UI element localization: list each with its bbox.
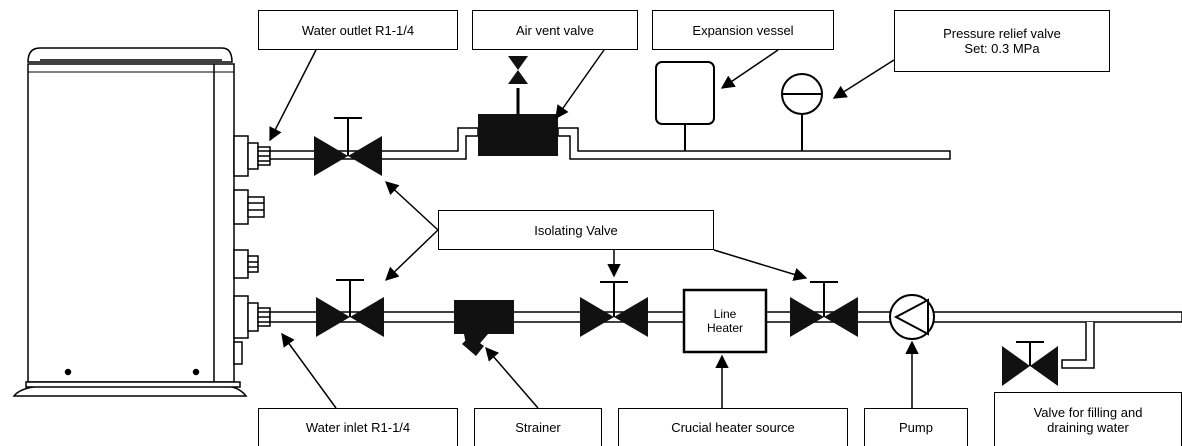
strainer-label: Strainer: [474, 408, 602, 446]
drain-branch: [1002, 322, 1095, 386]
outdoor-unit: [12, 47, 248, 397]
crucial-heater-source-label: Crucial heater source: [618, 408, 848, 446]
fill-drain-valve-label: Valve for filling and draining water: [994, 392, 1182, 446]
isolating-valve-3: [790, 281, 858, 337]
isolating-valve-2: [580, 281, 648, 337]
inlet-fitting: [233, 295, 271, 339]
small-fitting: [233, 249, 259, 279]
air-vent-valve-label: Air vent valve: [472, 10, 638, 50]
pressure-relief-valve-label: Pressure relief valve Set: 0.3 MPa: [894, 10, 1110, 72]
pump: [889, 294, 935, 340]
inlet-isolating-valve: [316, 279, 384, 337]
expansion-vessel: [655, 61, 715, 151]
air-vent-valve: [478, 56, 558, 156]
pressure-relief-valve: [781, 73, 823, 151]
line-heater-label: Line Heater: [706, 307, 744, 335]
water-inlet-label: Water inlet R1-1/4: [258, 408, 458, 446]
outlet-isolating-valve: [314, 117, 382, 176]
expansion-vessel-label: Expansion vessel: [652, 10, 834, 50]
strainer: [454, 300, 514, 356]
line-heater: [682, 288, 768, 354]
pump-label: Pump: [864, 408, 968, 446]
water-outlet-label: Water outlet R1-1/4: [258, 10, 458, 50]
isolating-valve-label: Isolating Valve: [438, 210, 714, 250]
leader-arrows: [269, 49, 919, 409]
outlet-pipe-right: [557, 127, 951, 160]
outlet-fitting: [233, 135, 271, 177]
middle-fitting: [233, 189, 265, 225]
